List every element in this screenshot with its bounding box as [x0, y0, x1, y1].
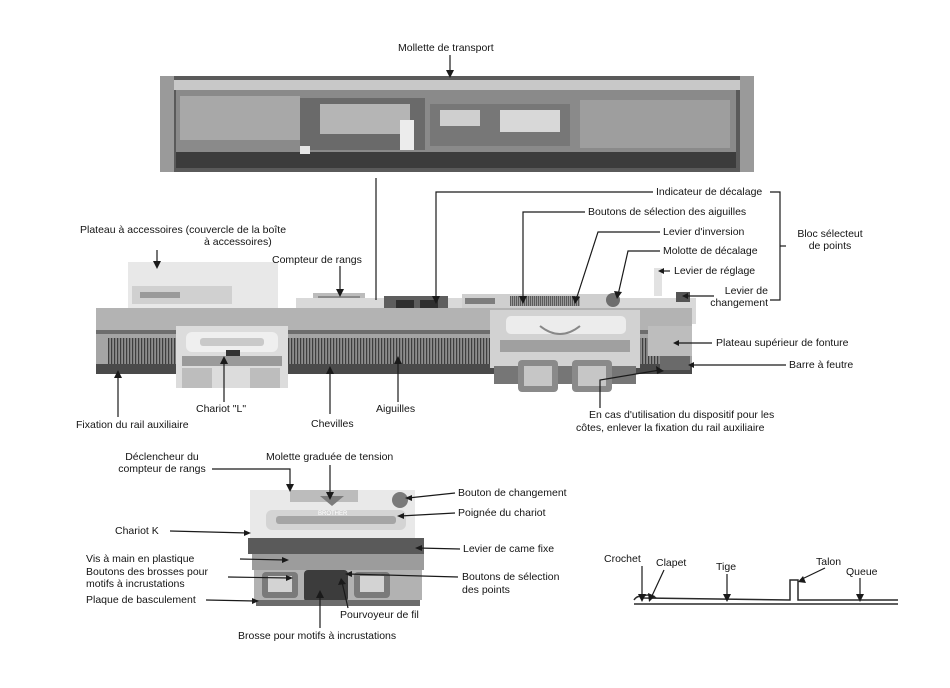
label-boutons-selection-points-line2: des points — [462, 584, 510, 596]
label-levier-changement-line2: changement — [710, 297, 768, 309]
label-mollette-transport: Mollette de transport — [398, 42, 494, 54]
label-vis-plastique: Vis à main en plastique — [86, 553, 195, 565]
label-brosse-motifs: Brosse pour motifs à incrustations — [238, 630, 397, 642]
carriage-k-photo — [248, 490, 424, 606]
leader-lines — [117, 55, 861, 628]
label-indicateur-decalage: Indicateur de décalage — [656, 186, 763, 198]
label-note-cotes-line2: côtes, enlever la fixation du rail auxil… — [576, 422, 765, 434]
label-needle-crochet: Crochet — [604, 553, 641, 565]
brand-plate: BROTHER — [318, 511, 348, 517]
knitting-machine-photo — [96, 262, 696, 392]
label-needle-tige: Tige — [716, 561, 737, 573]
label-aiguilles: Aiguilles — [376, 403, 416, 415]
label-poignee-chariot: Poignée du chariot — [458, 507, 546, 519]
label-boutons-selection-aiguilles: Boutons de sélection des aiguilles — [588, 206, 747, 218]
needle-drawing — [633, 579, 898, 605]
label-needle-clapet: Clapet — [656, 557, 687, 569]
label-boutons-selection-points-line1: Boutons de sélection — [462, 571, 560, 583]
label-declencheur-line1: Déclencheur du — [125, 451, 199, 463]
label-bouton-changement: Bouton de changement — [458, 487, 567, 499]
label-needle-talon: Talon — [816, 556, 842, 568]
label-declencheur-line2: compteur de rangs — [118, 463, 206, 475]
arrowheads — [114, 70, 864, 604]
label-needle-queue: Queue — [846, 566, 878, 578]
transport-case-photo — [160, 76, 754, 172]
label-plateau-accessoires-line2: à accessoires) — [204, 236, 272, 248]
label-compteur-rangs: Compteur de rangs — [272, 254, 362, 266]
label-boutons-brosses-line1: Boutons des brosses pour — [86, 566, 208, 578]
label-bloc-selecteur-line1: Bloc sélecteut — [797, 228, 863, 240]
label-chevilles: Chevilles — [311, 418, 354, 430]
label-levier-changement-line1: Levier de — [724, 285, 768, 297]
label-levier-reglage: Levier de réglage — [674, 265, 756, 277]
label-plateau-accessoires-line1: Plateau à accessoires (couvercle de la b… — [80, 224, 287, 236]
label-plateau-superieur: Plateau supérieur de fonture — [716, 337, 849, 349]
label-bloc-selecteur-line2: de points — [808, 240, 852, 252]
label-barre-feutre: Barre à feutre — [789, 359, 854, 371]
label-levier-came: Levier de came fixe — [463, 543, 555, 555]
label-molotte-decalage: Molotte de décalage — [663, 245, 758, 257]
label-boutons-brosses-line2: motifs à incrustations — [86, 578, 185, 590]
label-note-cotes-line1: En cas d'utilisation du dispositif pour … — [589, 409, 775, 421]
label-molette-tension: Molette graduée de tension — [266, 451, 394, 463]
label-plaque-basculement: Plaque de basculement — [86, 594, 196, 606]
label-fixation-rail: Fixation du rail auxiliaire — [76, 419, 189, 431]
label-chariot-k: Chariot K — [115, 525, 159, 537]
label-pourvoyeur-fil: Pourvoyeur de fil — [340, 609, 419, 621]
label-chariot-l: Chariot "L" — [196, 403, 247, 415]
label-levier-inversion: Levier d'inversion — [663, 226, 745, 238]
